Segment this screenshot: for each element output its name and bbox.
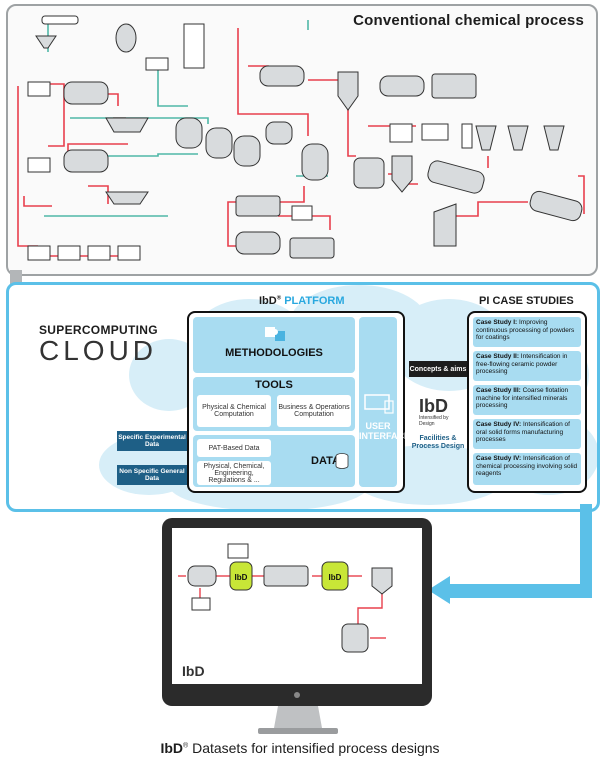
database-icon: [335, 453, 349, 469]
puzzle-icon: [265, 327, 285, 341]
cloud-label-line1: SUPERCOMPUTING: [39, 323, 158, 337]
bottom-caption-rest: Datasets for intensified process designs: [188, 740, 440, 756]
user-interface-block: USER INTERFACE: [359, 317, 411, 487]
pi-title: PI CASE STUDIES: [479, 295, 574, 307]
monitor-stand: [258, 706, 338, 734]
bottom-caption-bold: IbD: [160, 740, 184, 756]
case-study-2: Case Study II: Intensification in free-f…: [473, 351, 581, 381]
platform-title-suffix: PLATFORM: [284, 295, 345, 307]
ibd-logo-text: IbD: [419, 396, 448, 416]
cloud-label-line2: CLOUD: [39, 335, 158, 366]
platform-panel: SUPERCOMPUTING CLOUD IbD® PLATFORM METHO…: [6, 282, 600, 512]
case-study-5-text: Intensification of chemical processing i…: [476, 455, 578, 477]
cloud-label: SUPERCOMPUTING CLOUD: [39, 323, 159, 365]
case-study-1-text: Improving continuous processing of powde…: [476, 319, 575, 341]
tool-item-business: Business & Operations Computation: [277, 395, 351, 427]
nonspecific-data-arrow: Non Specific General Data: [117, 465, 187, 485]
case-study-1-head: Case Study I:: [476, 319, 518, 326]
red-pipes: [17, 28, 585, 257]
case-study-5: Case Study IV: Intensification of chemic…: [473, 453, 581, 485]
concepts-arrow: Concepts & aims: [409, 361, 467, 377]
case-study-4-head: Case Study IV:: [476, 421, 522, 428]
case-study-3-text: Coarse flotation machine for intensified…: [476, 387, 569, 409]
platform-box: METHODOLOGIES TOOLS Physical & Chemical …: [187, 311, 411, 493]
user-interface-label: USER INTERFACE: [359, 421, 411, 441]
tool-item-physical: Physical & Chemical Computation: [197, 395, 271, 427]
down-arrow-right: [428, 504, 592, 604]
case-study-5-head: Case Study IV:: [476, 455, 522, 462]
apple-logo-icon: [294, 692, 300, 698]
pi-box: Case Study I: Improving continuous proce…: [467, 311, 587, 493]
case-study-3-head: Case Study III:: [476, 387, 521, 394]
ibd-logo-tagline: Intensified by Design: [419, 415, 449, 427]
case-study-3: Case Study III: Coarse flotation machine…: [473, 385, 581, 415]
facilities-label: Facilities & Process Design: [411, 435, 465, 450]
bottom-caption: IbD® Datasets for intensified process de…: [160, 740, 440, 756]
case-study-2-text: Intensification in free-flowing ceramic …: [476, 353, 568, 375]
devices-icon: [364, 394, 394, 414]
screen-flow-diagram: IbD IbD IbD: [178, 543, 393, 679]
methodologies-block: METHODOLOGIES: [193, 317, 355, 373]
data-item-physical: Physical, Chemical, Engineering, Regulat…: [197, 461, 271, 485]
process-panel: Conventional chemical process: [6, 4, 598, 276]
process-flow-diagram: [17, 15, 585, 261]
data-item-pat: PAT-Based Data: [197, 439, 271, 457]
methodologies-label: METHODOLOGIES: [225, 347, 323, 359]
data-block: PAT-Based Data Physical, Chemical, Engin…: [193, 435, 355, 487]
tools-block: TOOLS Physical & Chemical Computation Bu…: [193, 377, 355, 431]
platform-title-prefix: IbD: [259, 295, 277, 307]
data-label: DATA: [311, 455, 340, 467]
monitor-screen: IbD IbD IbD: [172, 528, 422, 684]
screen-node-2-label: IbD: [329, 573, 342, 582]
specific-data-arrow: Specific Experimental Data: [117, 431, 187, 451]
ibd-logo: IbD Intensified by Design: [419, 397, 459, 427]
screen-node-1-label: IbD: [235, 573, 248, 582]
case-study-2-head: Case Study II:: [476, 353, 519, 360]
case-study-1: Case Study I: Improving continuous proce…: [473, 317, 581, 347]
process-title: Conventional chemical process: [353, 12, 584, 29]
case-study-4: Case Study IV: Intensification of oral s…: [473, 419, 581, 449]
case-study-4-text: Intensification of oral solid forms manu…: [476, 421, 570, 443]
monitor: IbD IbD IbD: [162, 518, 432, 706]
tools-label: TOOLS: [255, 379, 293, 391]
screen-logo: IbD: [182, 663, 205, 679]
platform-title: IbD® PLATFORM: [259, 295, 345, 307]
